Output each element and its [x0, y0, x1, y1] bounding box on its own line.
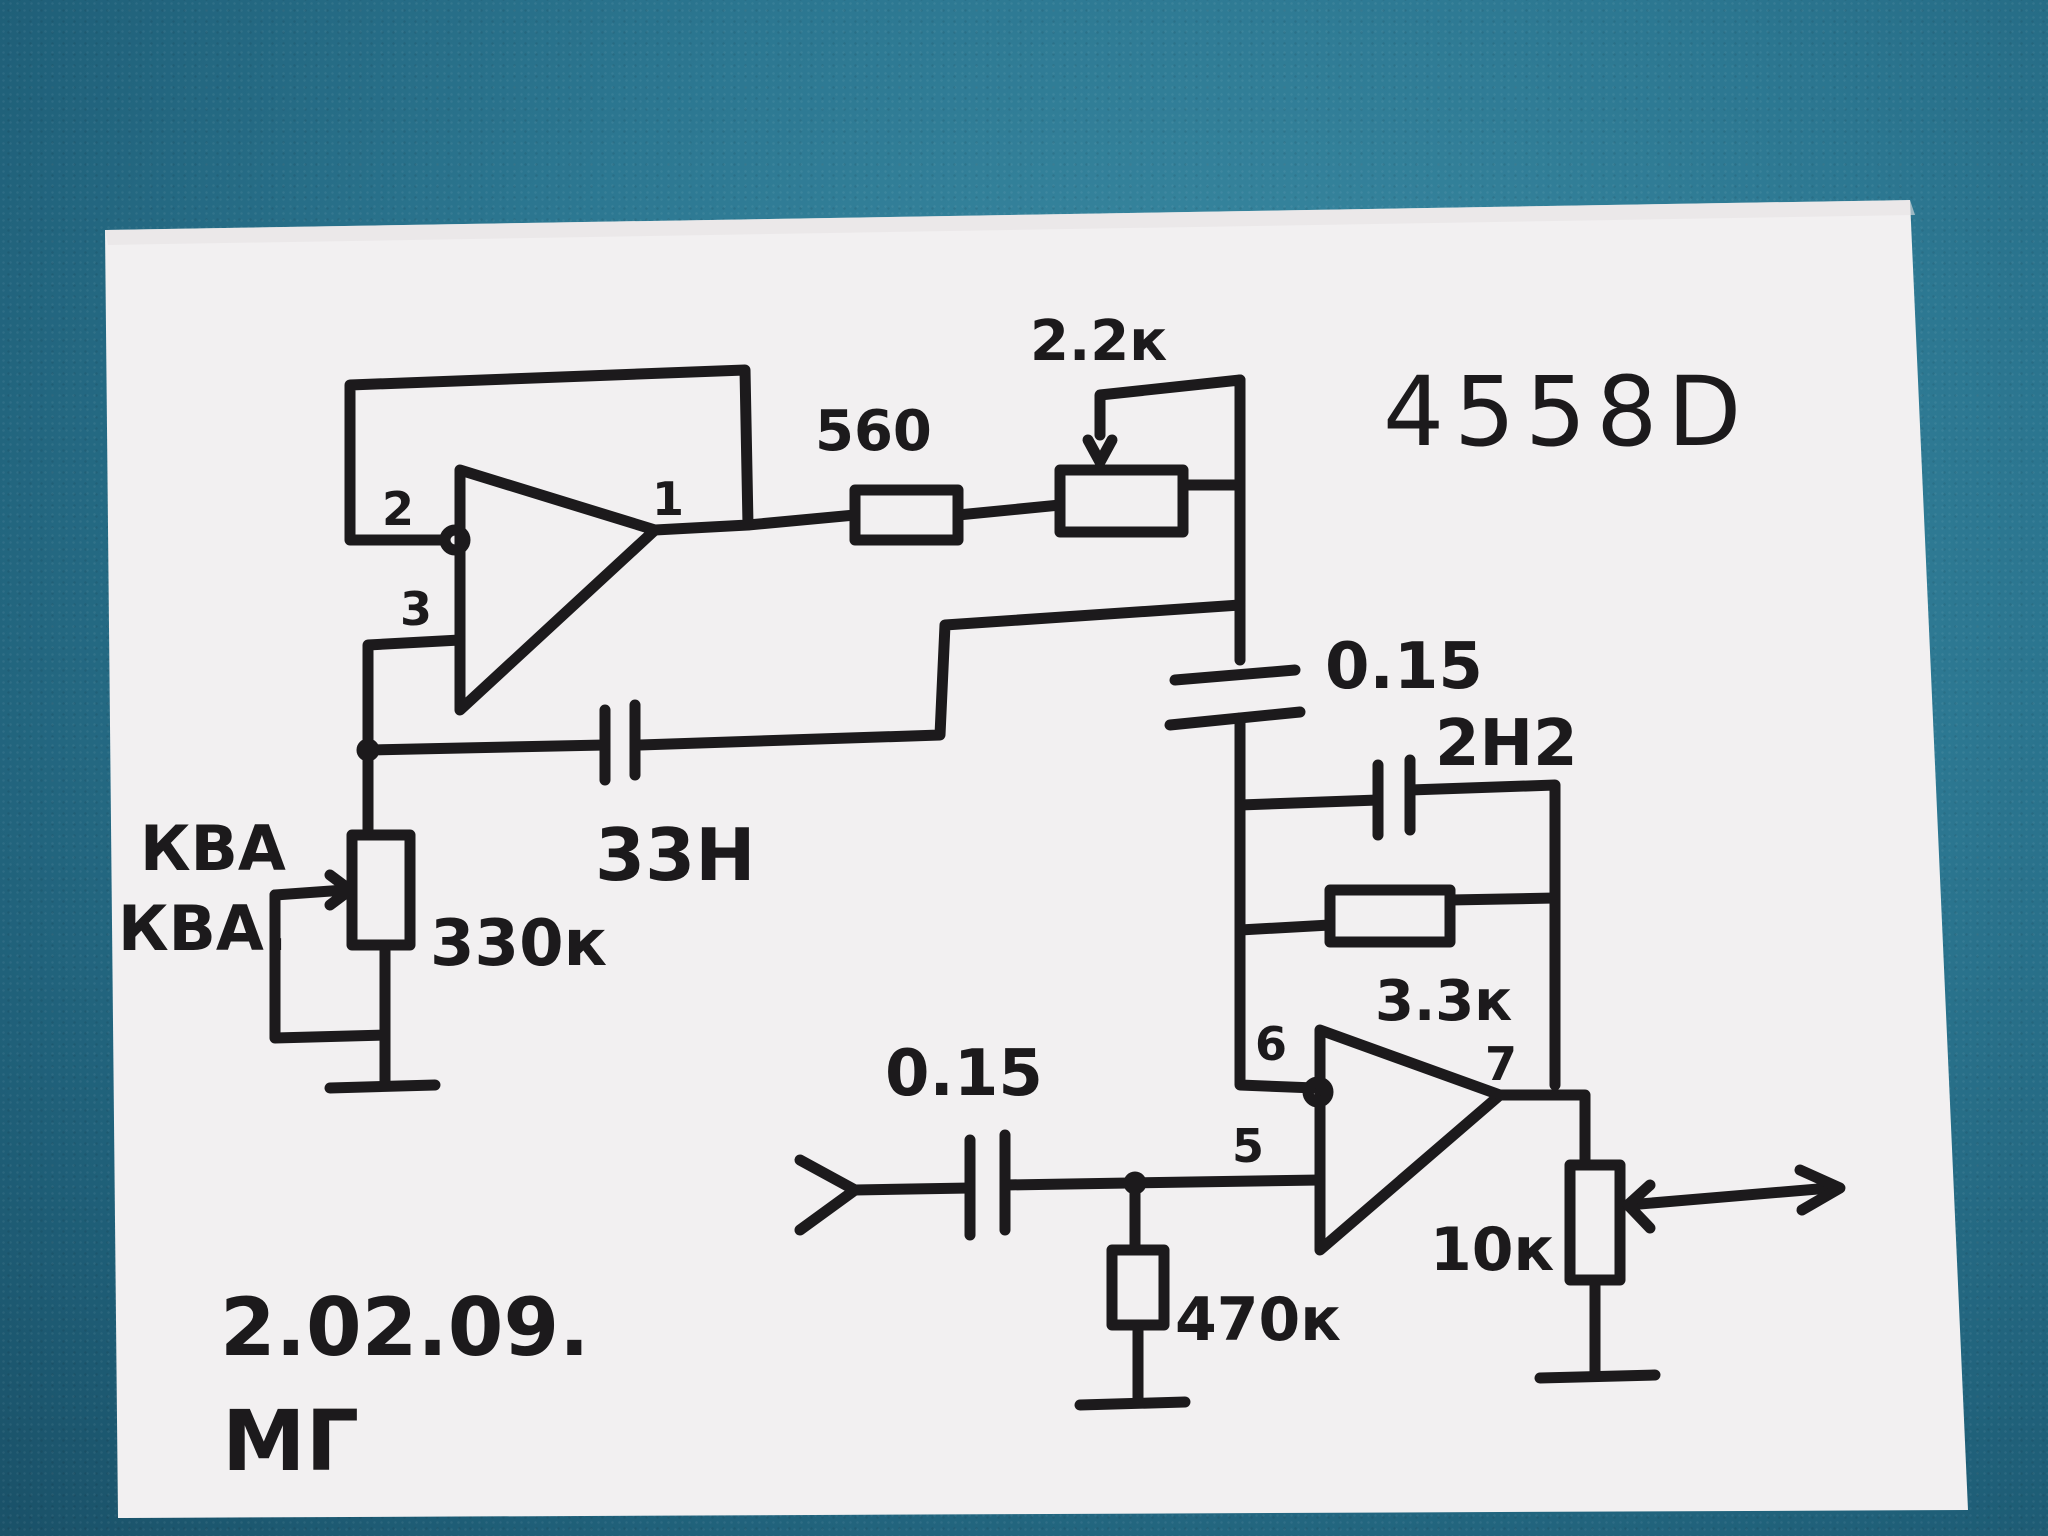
wire-2n2-right	[1404, 779, 1561, 1091]
pot-2-2k-label: 2.2к	[1030, 309, 1167, 374]
opamp-2-pin5-wire	[999, 1174, 1326, 1191]
input-connector-icon	[794, 1154, 861, 1236]
kva-loop-wire	[269, 889, 391, 1044]
wire-560-to-pot	[952, 499, 1066, 521]
kva-wiper	[269, 869, 356, 911]
kva-330k-label: 330к	[430, 907, 607, 981]
wire-to-33n	[634, 599, 1246, 751]
output-arrow-left	[1622, 1179, 1656, 1234]
resistor-470k-label: 470к	[1175, 1285, 1341, 1355]
wire-3-3k-left	[1234, 919, 1336, 936]
pin-1-label: 1	[652, 472, 684, 526]
opamp-1-symbol	[454, 464, 661, 716]
kva-label-1: КВА	[140, 812, 286, 885]
wire-2n2-left	[1234, 794, 1384, 811]
pin-7-label: 7	[1485, 1037, 1517, 1091]
output-wiper-line	[1622, 1182, 1836, 1211]
pin-6-inverting-node	[1302, 1076, 1334, 1108]
ground-symbol-2	[1074, 1396, 1191, 1411]
opamp-1-output-wire	[742, 509, 861, 531]
potentiometer-2-2k	[1054, 464, 1189, 538]
ground-symbol-1	[324, 1079, 441, 1094]
cap-2n2-label: 2Н2	[1435, 707, 1578, 781]
opamp-2-pin6-wire	[1234, 799, 1321, 1094]
wire-33n-left	[362, 739, 611, 756]
date-label: 2.02.09.	[220, 1281, 590, 1374]
pin-3-label: 3	[400, 582, 432, 636]
resistor-560-label: 560	[815, 399, 932, 464]
signature-label: МГ	[222, 1392, 359, 1490]
pin-5-label: 5	[1232, 1119, 1264, 1173]
wire-3-3k-right	[1444, 892, 1561, 906]
ic-part-number: 4558D	[1383, 356, 1751, 468]
cap-33n-label: 33Н	[595, 813, 755, 897]
resistor-3-3k	[1324, 884, 1456, 948]
ground-symbol-3	[1534, 1369, 1661, 1384]
opamp-2-output-wire	[1494, 1089, 1591, 1171]
pot-10k-label: 10к	[1430, 1215, 1554, 1285]
cap-0-15-input-label: 0.15	[885, 1037, 1043, 1111]
opamp-2-symbol	[1314, 1024, 1506, 1256]
pin-6-label: 6	[1255, 1017, 1287, 1071]
resistor-3-3k-label: 3.3к	[1375, 969, 1512, 1034]
input-wire	[849, 1182, 976, 1196]
kva-label-2: КВА.	[118, 892, 287, 965]
output-arrow-right	[1794, 1164, 1846, 1216]
pot-2-2k-wiper-arrow	[1082, 434, 1118, 468]
pin-2-label: 2	[382, 482, 414, 536]
paper-sheet	[105, 200, 1968, 1518]
cap-0-15-top-label: 0.15	[1325, 630, 1483, 704]
opamp-1-feedback-wire	[344, 364, 754, 546]
